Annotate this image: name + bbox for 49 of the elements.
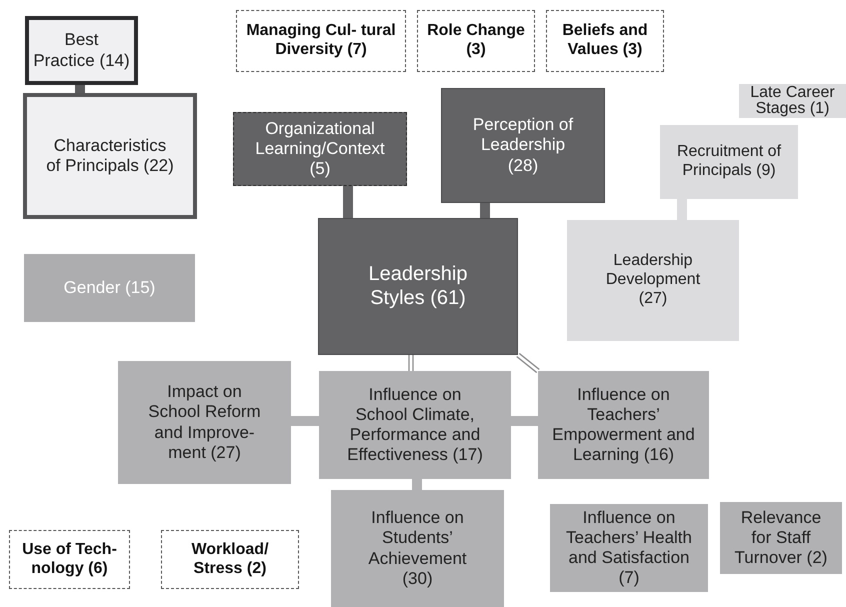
- category-box: [233, 112, 407, 186]
- box-label: Organizational Learning/Context (5): [254, 118, 386, 180]
- box-label: Role Change (3): [426, 22, 526, 60]
- box-label: Gender (15): [64, 278, 156, 298]
- category-box: [118, 361, 291, 484]
- connector-line: [343, 186, 353, 218]
- box-label: Recruitment of Principals (9): [676, 143, 782, 181]
- category-box: [739, 84, 846, 118]
- category-box: [9, 530, 130, 589]
- category-box: [660, 125, 798, 199]
- category-box: [25, 16, 138, 85]
- connector-line: [677, 199, 687, 220]
- connector-line: [480, 203, 490, 218]
- box-label: Late Career Stages (1): [749, 85, 836, 117]
- box-label: Leadership Styles (61): [368, 262, 468, 310]
- box-label: Managing Cul- tural Diversity (7): [245, 22, 397, 60]
- category-box: [23, 93, 197, 219]
- box-label: Perception of Leadership (28): [472, 115, 574, 176]
- box-label: Beliefs and Values (3): [561, 22, 649, 60]
- box-label: Best Practice (14): [33, 30, 130, 71]
- category-box: [550, 504, 708, 592]
- connector-line: [511, 416, 538, 426]
- box-label: Influence on Teachers’ Health and Satisfaction (7): [565, 508, 693, 588]
- connector-line: [412, 479, 422, 490]
- box-label: Influence on Students’ Achievement (30): [368, 508, 468, 589]
- box-label: Influence on Teachers’ Empowerment and Learning (16): [551, 384, 696, 466]
- category-box: [441, 88, 605, 203]
- box-label: Characteristics of Principals (22): [45, 136, 175, 176]
- connector-line: [408, 354, 414, 372]
- connector-line: [291, 416, 319, 426]
- box-label: Impact on School Reform and Improve- ment (27): [147, 382, 262, 463]
- central-box: [318, 218, 518, 355]
- box-label: Relevance for Staff Turnover (2): [734, 508, 828, 568]
- category-box: [236, 10, 406, 72]
- category-box: [567, 220, 739, 341]
- category-box: [331, 490, 504, 607]
- box-label: Use of Tech- nology (6): [21, 540, 118, 578]
- category-box: [546, 10, 664, 72]
- category-box: [538, 371, 709, 479]
- category-box: [161, 530, 299, 589]
- category-box: [24, 254, 195, 322]
- box-label: Leadership Development (27): [604, 252, 702, 309]
- connector-line: [75, 85, 85, 93]
- box-label: Workload/ Stress (2): [190, 540, 270, 578]
- category-box: [319, 371, 511, 479]
- connector-line: [516, 352, 540, 374]
- category-box: [417, 10, 535, 72]
- category-box: [720, 502, 842, 574]
- box-label: Influence on School Climate, Performance and Effectiveness (17): [346, 384, 484, 466]
